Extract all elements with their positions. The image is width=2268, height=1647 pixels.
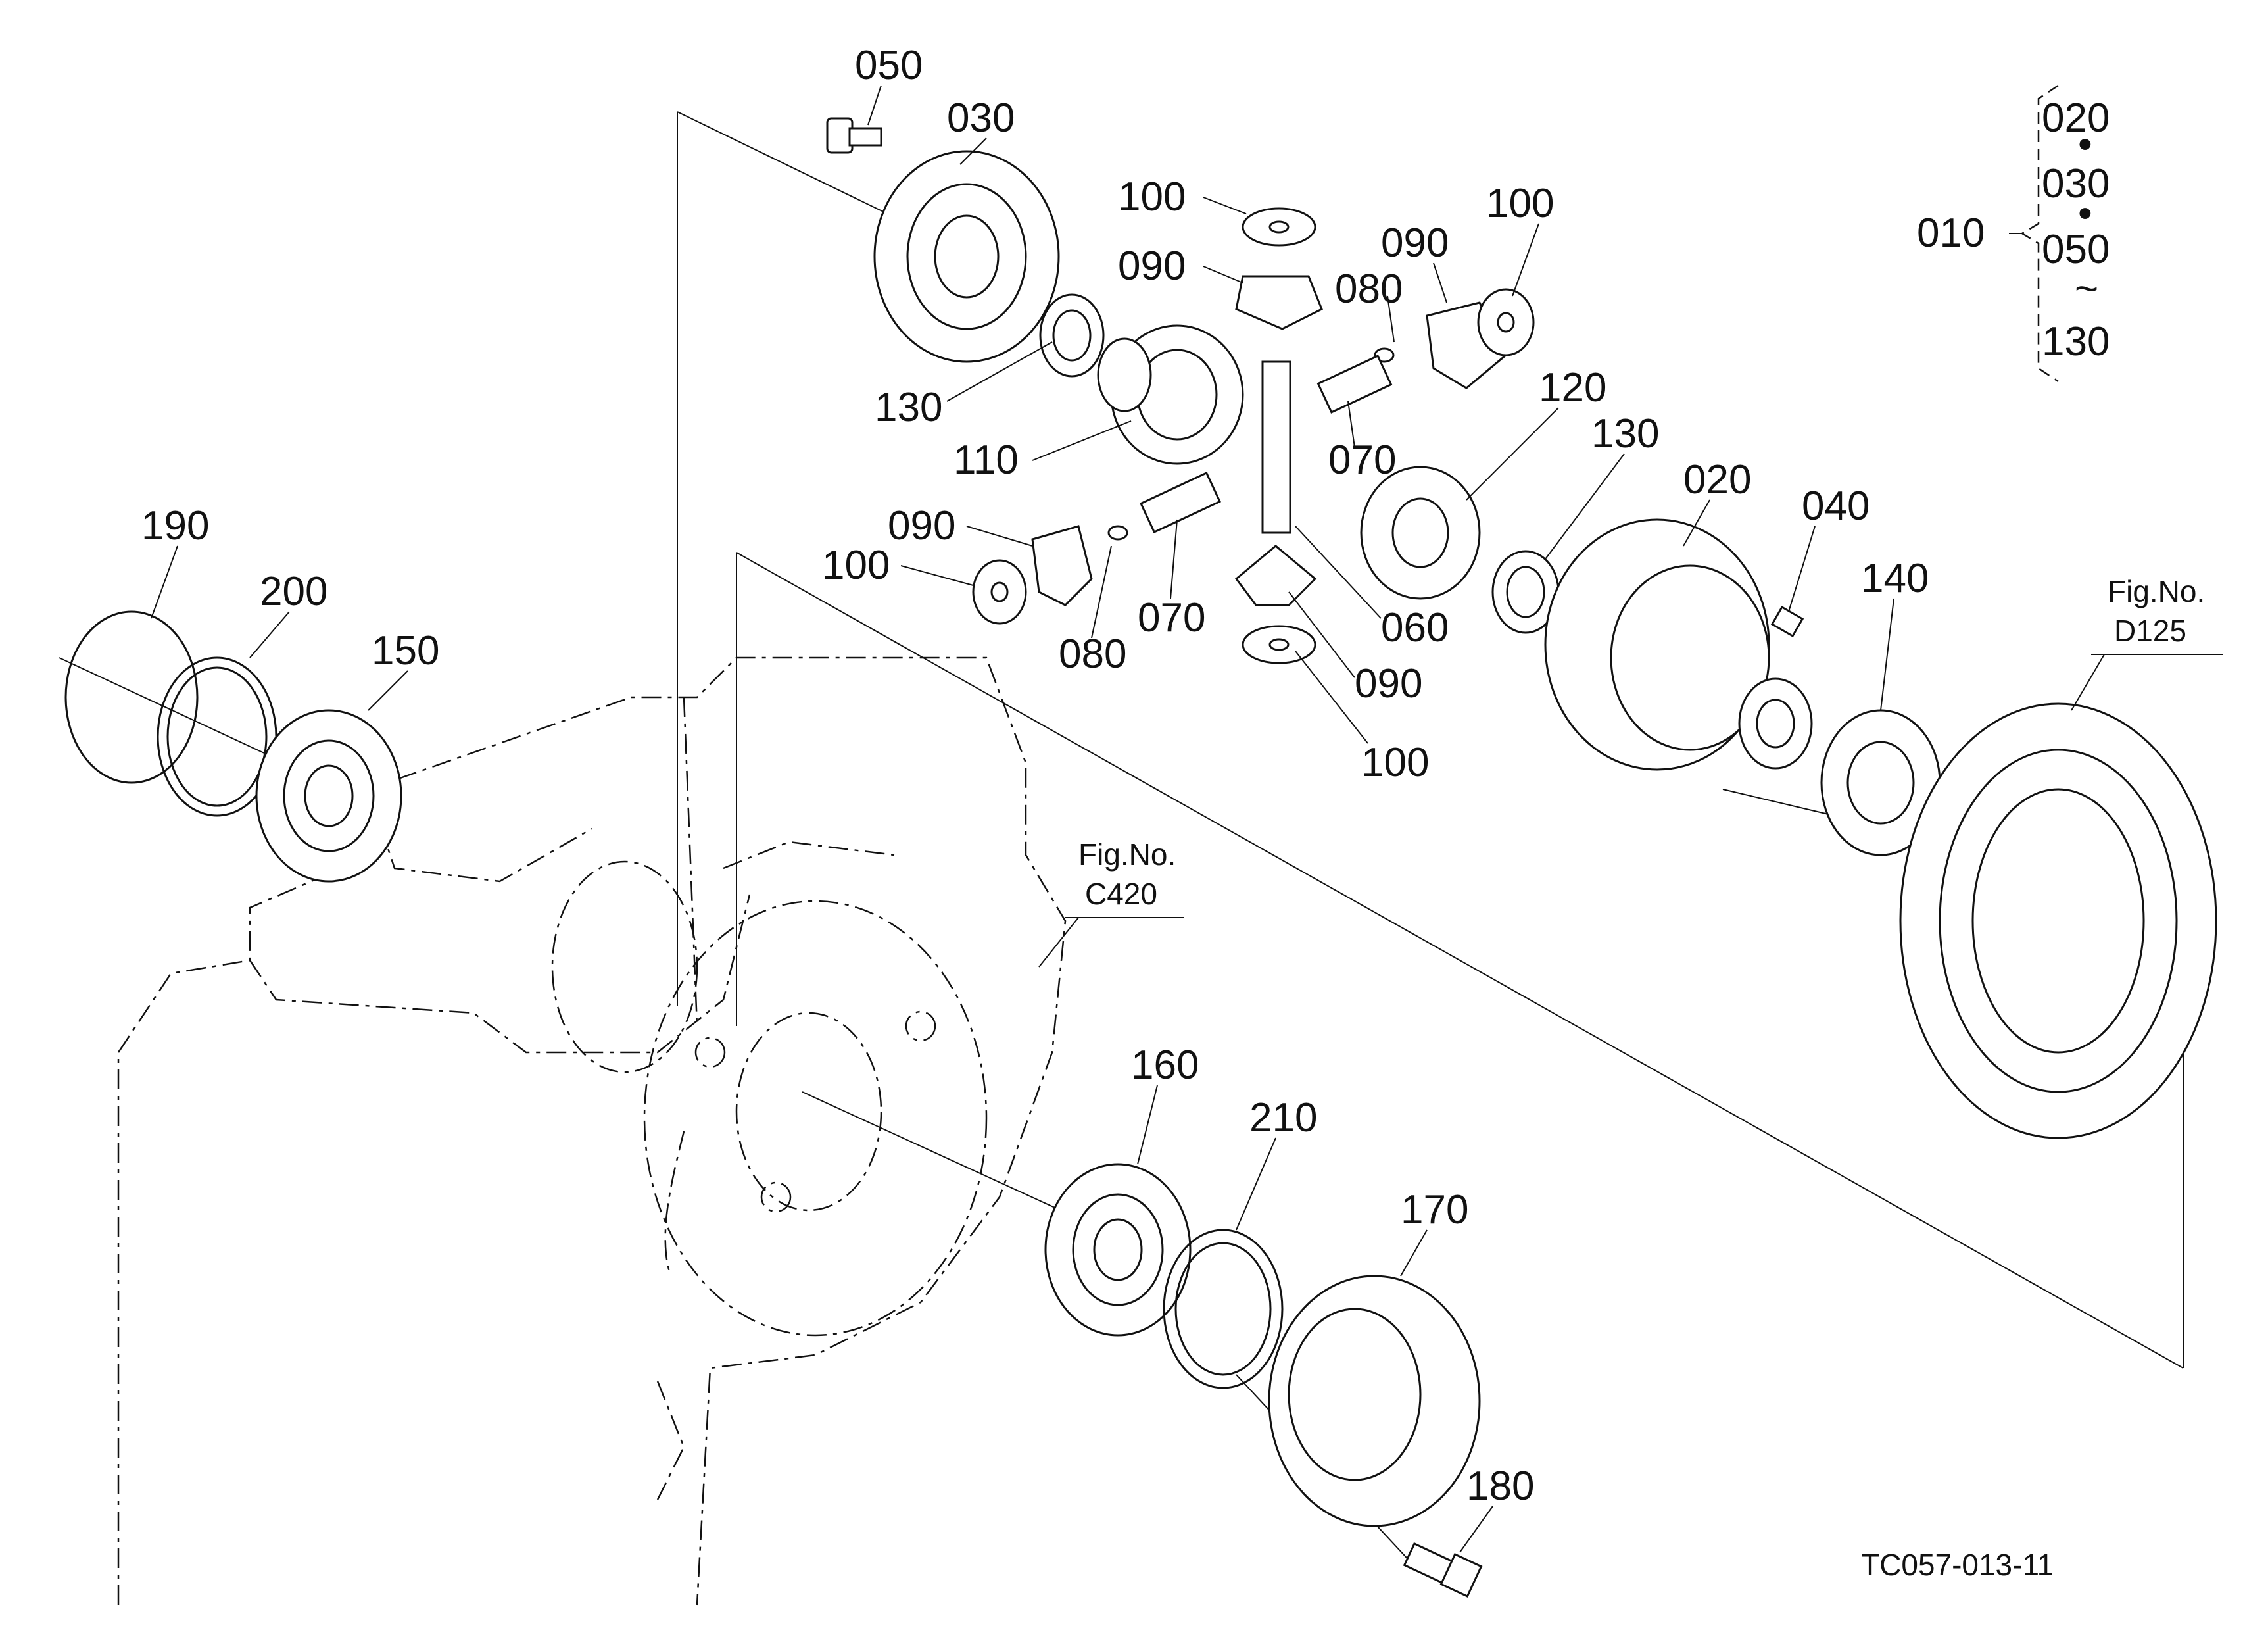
fig-ref-number: C420 [1085,877,1157,911]
assembly-member: 050 [2042,227,2110,272]
part-label: 060 [1381,605,1449,651]
snap-ring-190-icon [64,610,199,784]
part-label: 200 [260,569,327,614]
part-label: 120 [1539,365,1606,410]
part-label: 040 [1802,483,1870,529]
part-label: 170 [1401,1187,1468,1233]
fig-ref-number: D125 [2114,614,2186,648]
part-label: 090 [1381,220,1449,266]
pinion-gear-090-bottom-icon [1234,545,1317,606]
part-label: 130 [1591,411,1659,456]
part-label: 210 [1249,1095,1317,1141]
leader-lines [151,85,1894,1553]
flange-030-icon [873,150,1060,363]
assembly-member: 020 [2042,95,2110,141]
fig-ref-label: Fig.No. [1078,837,1176,872]
pinion-gear-090-top-icon [1235,275,1323,330]
bolt-040-icon [1770,605,1804,638]
assembly-member: 030 [2042,161,2110,207]
part-label: 090 [1355,661,1422,706]
pin-080-left-icon [1107,525,1128,541]
part-label: 030 [947,95,1015,141]
part-label: 070 [1328,437,1396,483]
washer-100-left-icon [972,559,1027,625]
thrust-washer-130-right-icon [1491,550,1560,634]
part-label: 100 [1486,181,1554,226]
side-gear-110-icon [1097,324,1244,465]
figure-reference-d125: Fig.No. D125 [2071,574,2223,711]
part-label: 070 [1138,595,1205,641]
part-label: 190 [141,503,209,549]
assembly-separator: ~ [2075,266,2098,312]
part-label: 090 [888,503,955,549]
pin-070-right-icon [1316,355,1393,414]
pin-070-left-icon [1140,472,1221,533]
bearing-150-icon [255,709,402,883]
figure-reference-c420: Fig.No. C420 [1038,837,1184,968]
cover-170-icon [1268,1275,1481,1527]
ring-210-icon [1163,1229,1284,1389]
ring-gear-icon [1899,702,2217,1139]
assembly-bracket: 010 020 • 030 • 050 ~ 130 [1917,84,2110,383]
part-label: 050 [855,43,923,88]
thrust-washer-130-icon [1039,293,1105,378]
part-label: 080 [1335,266,1403,312]
part-label: 100 [1118,174,1186,220]
gear-case-housing [117,656,1067,1606]
bearing-160-icon [1044,1163,1192,1337]
pinion-gear-090-left-icon [1031,525,1093,606]
part-label: 140 [1861,556,1929,601]
pinion-shaft-060-icon [1261,360,1291,534]
differential-case-020-icon [1544,518,1813,771]
bolt-050-icon [826,117,882,154]
fig-ref-label: Fig.No. [2108,574,2205,608]
part-label: 100 [1361,740,1429,785]
part-label: 020 [1683,457,1751,503]
washer-100-right-icon [1477,288,1535,356]
part-label: 150 [372,628,439,674]
washer-100-top-icon [1242,207,1316,247]
assembly-label: 010 [1917,210,1985,256]
washer-100-bottom-icon [1242,625,1316,664]
bearing-140-icon [1820,709,1941,856]
part-label: 130 [875,385,942,430]
assembly-member: 130 [2042,319,2110,364]
part-label: 100 [822,543,890,588]
diagram-id: TC057-013-11 [1861,1548,2054,1582]
side-gear-120-icon [1360,466,1481,600]
part-number-labels: 050 030 100 090 080 090 100 120 130 110 … [141,43,1929,1509]
part-label: 160 [1131,1043,1199,1088]
assembly-separator: • [2078,122,2092,167]
parts [64,117,2217,1598]
part-label: 110 [953,437,1019,483]
part-label: 180 [1466,1463,1534,1509]
part-label: 080 [1059,631,1126,677]
part-label: 090 [1118,243,1186,289]
bolt-180-icon [1403,1542,1483,1598]
assembly-separator: • [2078,191,2092,236]
